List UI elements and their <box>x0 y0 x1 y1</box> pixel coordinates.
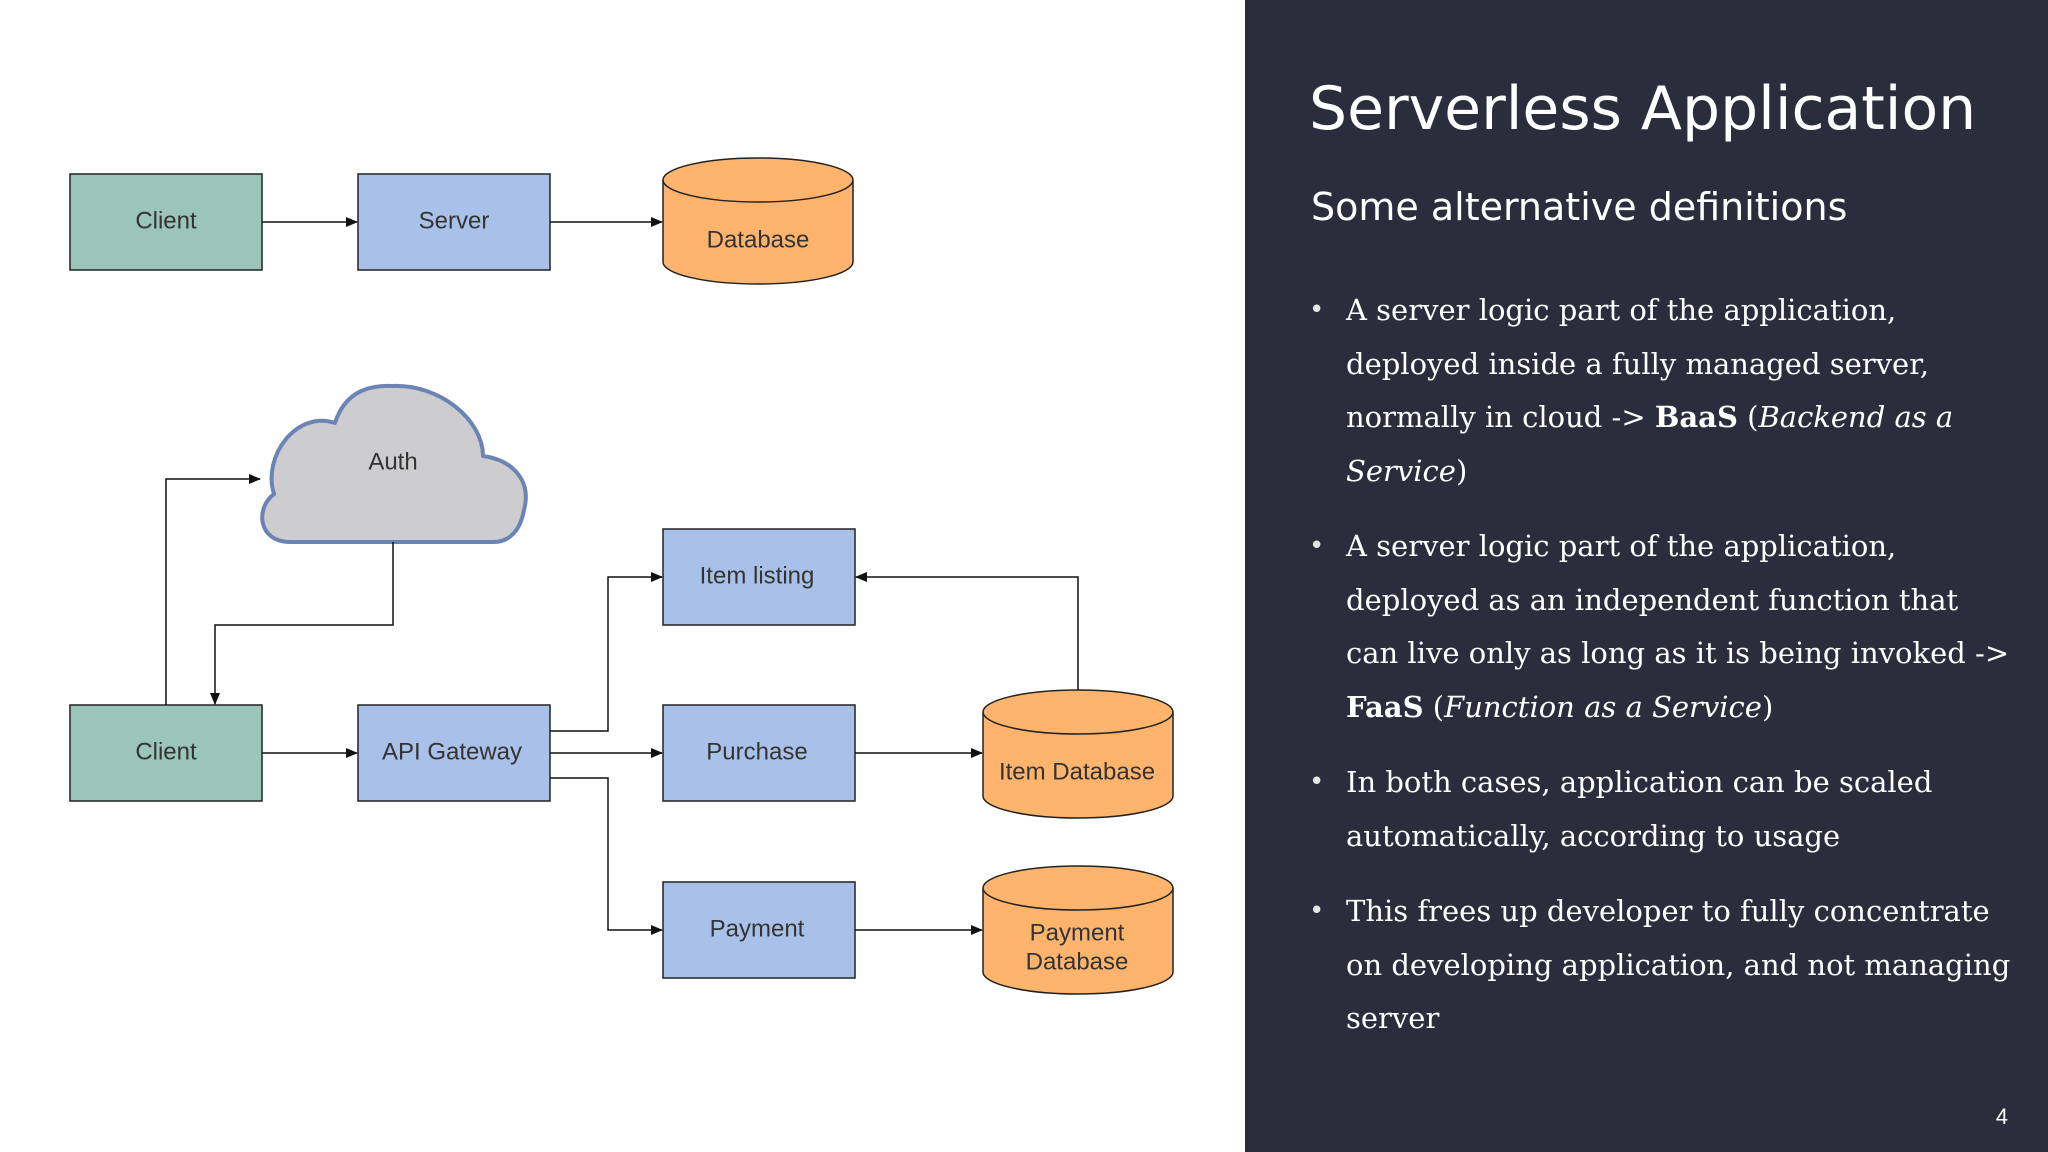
client-label: Client <box>135 738 197 765</box>
bullet-baas-close-paren: ) <box>1455 453 1468 488</box>
arrow-gateway-to-payment <box>550 777 663 935</box>
page-number: 4 <box>1995 1104 2008 1129</box>
bullet-scaling-text: In both cases, application can be scaled… <box>1346 765 1933 853</box>
bullet-developer-focus: • This frees up developer to fully conce… <box>1309 885 2019 1046</box>
auth-cloud: Auth <box>260 383 528 544</box>
top-client-label: Client <box>135 207 197 234</box>
purchase-box: Purchase <box>662 704 856 802</box>
bullet-faas: • A server logic part of the application… <box>1309 520 2019 734</box>
bullet-marker: • <box>1309 531 1325 561</box>
api-gateway-box: API Gateway <box>357 704 551 802</box>
slide-title: Serverless Application <box>1309 74 1977 144</box>
bullet-faas-close-paren: ) <box>1761 689 1774 724</box>
bullet-marker: • <box>1309 896 1325 926</box>
bullet-marker: • <box>1309 295 1325 325</box>
payment-label: Payment <box>710 915 805 942</box>
payment-database-cylinder: Payment Database <box>982 865 1174 995</box>
payment-database-label-line2: Database <box>1026 948 1129 975</box>
purchase-label: Purchase <box>706 738 807 765</box>
top-server-box: Server <box>357 173 551 271</box>
arrow-client-to-auth <box>165 474 261 705</box>
top-database-cylinder: Database <box>662 157 854 285</box>
bullet-baas-expansion: Backend as a Service <box>1346 400 1954 488</box>
diagram-area: Client Server Database Auth Client <box>69 157 1174 995</box>
arrow-auth-to-client <box>210 542 394 705</box>
bullet-marker: • <box>1309 767 1325 797</box>
top-server-label: Server <box>419 207 490 234</box>
item-database-cylinder: Item Database <box>982 689 1174 819</box>
client-box: Client <box>69 704 263 802</box>
item-database-label: Item Database <box>999 758 1155 785</box>
bullet-baas: • A server logic part of the application… <box>1309 284 2019 498</box>
payment-database-label-line1: Payment <box>1030 919 1125 946</box>
bullet-baas-term: BaaS <box>1654 400 1738 434</box>
bullet-baas-open-paren: ( <box>1747 400 1759 434</box>
bullet-faas-expansion: Function as a Service <box>1444 689 1762 724</box>
item-listing-label: Item listing <box>700 562 815 589</box>
arrow-item-database-to-item-listing <box>855 572 1079 690</box>
slide-subtitle: Some alternative definitions <box>1311 185 1848 229</box>
top-database-label: Database <box>707 226 810 253</box>
bullet-scaling: • In both cases, application can be scal… <box>1309 756 2019 863</box>
bullet-faas-term: FaaS <box>1346 689 1424 724</box>
item-listing-box: Item listing <box>662 528 856 626</box>
architecture-diagram: Client Server Database Auth Client <box>69 157 1174 995</box>
bullet-baas-text: A server logic part of the application, … <box>1346 293 1930 434</box>
api-gateway-label: API Gateway <box>382 738 522 765</box>
bullet-faas-text: A server logic part of the application, … <box>1346 529 2010 670</box>
bullet-list: • A server logic part of the application… <box>1309 284 2019 1068</box>
bullet-developer-focus-text: This frees up developer to fully concent… <box>1346 894 2011 1035</box>
text-panel: Serverless Application Some alternative … <box>1245 0 2048 1152</box>
arrow-gateway-to-item-listing <box>550 572 663 732</box>
top-client-box: Client <box>69 173 263 271</box>
bullet-faas-open-paren: ( <box>1432 689 1445 724</box>
payment-box: Payment <box>662 881 856 979</box>
auth-label: Auth <box>368 448 417 475</box>
